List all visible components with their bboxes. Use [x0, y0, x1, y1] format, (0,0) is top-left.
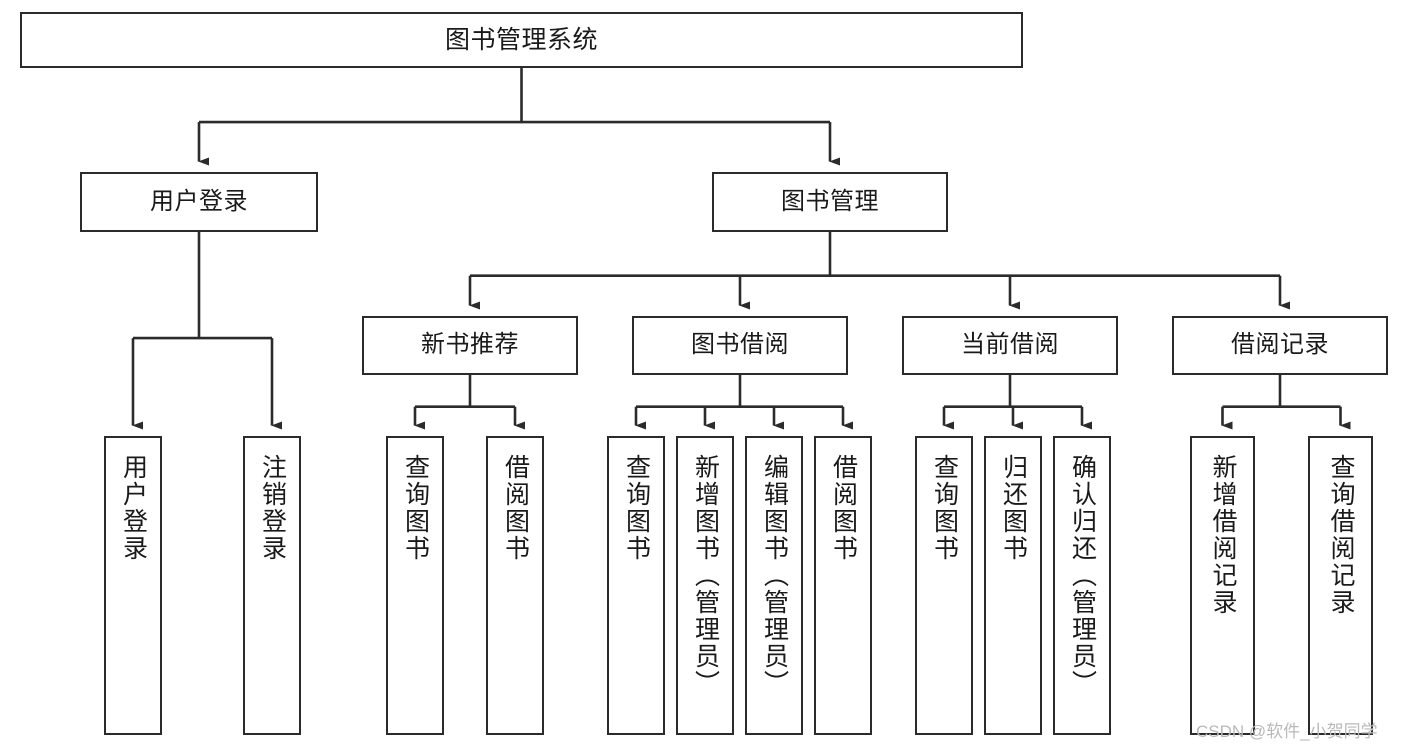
node-leaf-bb-add[interactable]: 新增图书（管理员） [676, 436, 734, 735]
node-label: 用户登录 [119, 454, 148, 562]
node-label: 查询图书 [401, 454, 430, 562]
node-label: 新增图书（管理员） [691, 454, 720, 697]
node-new-book-rec[interactable]: 新书推荐 [362, 316, 578, 375]
node-leaf-cb-query[interactable]: 查询图书 [915, 436, 973, 735]
node-label: 借阅记录 [1231, 331, 1329, 359]
node-label: 图书管理 [781, 187, 879, 215]
node-leaf-user-login[interactable]: 用户登录 [104, 436, 162, 735]
node-leaf-cb-return[interactable]: 归还图书 [984, 436, 1042, 735]
node-label: 归还图书 [999, 454, 1028, 562]
node-leaf-rec-query[interactable]: 查询图书 [386, 436, 444, 735]
node-borrow-record[interactable]: 借阅记录 [1172, 316, 1388, 375]
node-leaf-cb-confirm[interactable]: 确认归还（管理员） [1053, 436, 1111, 735]
node-current-borrow[interactable]: 当前借阅 [902, 316, 1118, 375]
node-label: 查询图书 [930, 454, 959, 562]
node-label: 新书推荐 [421, 331, 519, 359]
node-label: 当前借阅 [961, 331, 1059, 359]
csdn-watermark: CSDN @软件_小贺同学 [1196, 722, 1378, 741]
node-label: 注销登录 [258, 454, 287, 562]
node-user-login[interactable]: 用户登录 [80, 172, 318, 232]
node-label: 查询图书 [622, 454, 651, 562]
node-leaf-br-query[interactable]: 查询借阅记录 [1308, 436, 1373, 735]
node-leaf-bb-edit[interactable]: 编辑图书（管理员） [745, 436, 803, 735]
node-label: 查询借阅记录 [1327, 454, 1355, 616]
node-leaf-bb-query[interactable]: 查询图书 [607, 436, 665, 735]
node-leaf-br-add[interactable]: 新增借阅记录 [1190, 436, 1255, 735]
node-label: 新增借阅记录 [1209, 454, 1237, 616]
node-book-manage[interactable]: 图书管理 [712, 172, 948, 232]
node-label: 图书管理系统 [444, 26, 598, 54]
node-label: 借阅图书 [501, 454, 530, 562]
node-root[interactable]: 图书管理系统 [20, 12, 1023, 68]
node-leaf-logout[interactable]: 注销登录 [243, 436, 301, 735]
node-label: 借阅图书 [829, 454, 858, 562]
node-label: 确认归还（管理员） [1068, 454, 1097, 697]
node-leaf-bb-borrow[interactable]: 借阅图书 [814, 436, 872, 735]
node-leaf-rec-borrow[interactable]: 借阅图书 [486, 436, 544, 735]
node-label: 编辑图书（管理员） [760, 454, 789, 697]
node-book-borrow[interactable]: 图书借阅 [632, 316, 848, 375]
node-label: 图书借阅 [691, 331, 789, 359]
node-label: 用户登录 [150, 187, 248, 215]
